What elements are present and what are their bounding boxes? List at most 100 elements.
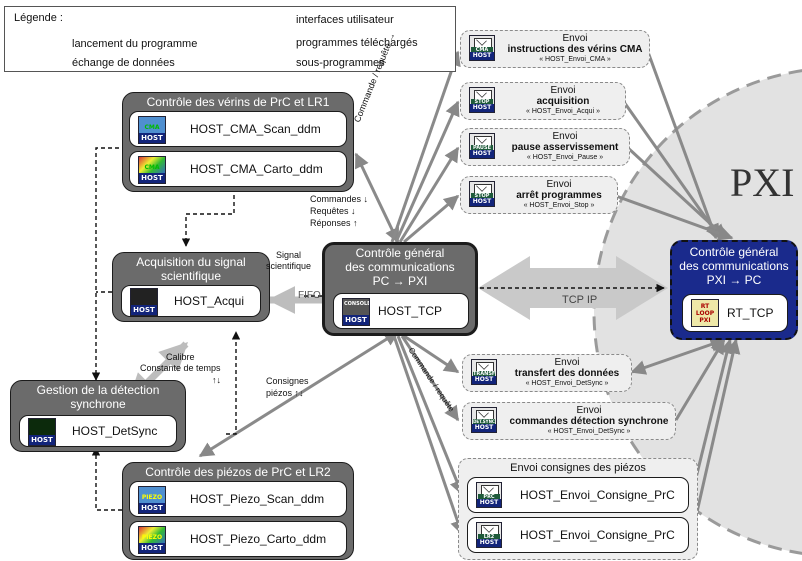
legend-title: Légende :: [14, 12, 63, 24]
edge-fifo: FIFO: [298, 290, 321, 301]
acqui-title-1: Acquisition du signal: [136, 255, 246, 269]
edge-commandes: Commandes ↓: [310, 194, 369, 204]
sub-cmdsync-line1: Envoi: [576, 405, 602, 416]
detsync-title-2: synchrone: [70, 397, 126, 411]
rt-title-2: des communications: [679, 259, 789, 273]
legend-exchange-label: échange de données: [72, 57, 175, 69]
tcp-title-3: PC → PXI: [372, 274, 428, 288]
acqui-box[interactable]: HOST HOST_Acqui: [121, 285, 261, 317]
rt-box[interactable]: RT LOOP PXI RT_TCP: [682, 294, 788, 332]
rt-title-1: Contrôle général: [689, 245, 779, 259]
pxi-label: PXI: [730, 160, 795, 205]
sub-detsync-line1: Envoi: [554, 357, 580, 368]
acqui-title-2: scientifique: [160, 269, 222, 283]
detsync-vi-icon: HOST: [28, 418, 56, 446]
acqui-vi-icon: HOST: [130, 288, 158, 316]
sub-detsync-line3: « HOST_Envoi_DetSync »: [525, 380, 609, 387]
consigne-prc-label: HOST_Envoi_Consigne_PrC: [520, 488, 675, 502]
detsync-group: Gestion de la détection synchrone HOST H…: [10, 380, 186, 452]
legend-sub-label: sous-programmes: [296, 57, 385, 69]
tcp-title-1: Contrôle général: [355, 246, 445, 260]
detsync-title-1: Gestion de la détection: [36, 383, 160, 397]
acqui-group: Acquisition du signal scientifique HOST …: [112, 252, 270, 322]
edge-reponses: Réponses ↑: [310, 218, 358, 228]
sub-stop-line3: « HOST_Envoi_Stop »: [523, 202, 595, 209]
legend-download-label: programmes téléchargés: [296, 37, 418, 49]
sub-detsync-line2: transfert des données: [514, 368, 620, 379]
edge-requetes: Requêtes ↓: [310, 206, 356, 216]
tcp-group: Contrôle général des communications PC →…: [322, 242, 478, 336]
sub-cma-line2: instructions des vérins CMA: [507, 44, 643, 55]
acqui-label: HOST_Acqui: [174, 294, 245, 308]
cma-carto-label: HOST_CMA_Carto_ddm: [190, 162, 323, 176]
sub-stop-line2: arrêt programmes: [516, 190, 602, 201]
sub-cmdsync-line3: « HOST_Envoi_DetSync »: [547, 428, 631, 435]
edge-cal-arrows: ↑↓: [212, 375, 221, 385]
sub-pause-line3: « HOST_Envoi_Pause »: [526, 154, 604, 161]
edge-piezos: piézos ↑↓: [266, 388, 304, 398]
sub-acqui-line3: « HOST_Envoi_Acqui »: [526, 108, 600, 115]
sub-pause-line1: Envoi: [552, 131, 578, 142]
tcp-title-2: des communications: [345, 260, 455, 274]
sub-acqui-line1: Envoi: [550, 85, 576, 96]
sub-piezo-title: Envoi consignes des piézos: [510, 462, 646, 474]
tcp-label: HOST_TCP: [378, 304, 443, 318]
legend-ui-label: interfaces utilisateur: [296, 14, 394, 26]
legend: [4, 6, 456, 72]
consigne-lr2-label: HOST_Envoi_Consigne_PrC: [520, 528, 675, 542]
sub-stop-line1: Envoi: [546, 179, 572, 190]
rt-vi-icon: RT LOOP PXI: [691, 299, 719, 327]
sub-cma-line1: Envoi: [562, 33, 588, 44]
cma-group-title: Contrôle des vérins de PrC et LR1: [146, 95, 330, 109]
sub-pause-line2: pause asservissement: [511, 142, 619, 153]
piezo-group-title: Contrôle des piézos de PrC et LR2: [145, 465, 331, 479]
edge-tcpip: TCP IP: [562, 294, 598, 306]
rt-label: RT_TCP: [727, 306, 774, 320]
edge-signal-1: Signal: [276, 250, 302, 260]
sub-acqui-line2: acquisition: [536, 96, 590, 107]
cma-scan-label: HOST_CMA_Scan_ddm: [190, 122, 321, 136]
legend-launch-label: lancement du programme: [72, 38, 198, 50]
edge-calibre: Calibre: [166, 352, 195, 362]
edge-constante: Constante de temps: [140, 363, 221, 373]
edge-consignes: Consignes: [266, 376, 309, 386]
sub-cmdsync-line2: commandes détection synchrone: [509, 416, 669, 427]
rt-group: Contrôle général des communications PXI …: [670, 240, 798, 340]
detsync-box[interactable]: HOST HOST_DetSync: [19, 415, 177, 447]
edge-signal-2: scientifique: [266, 261, 312, 271]
sub-cma-line3: « HOST_Envoi_CMA »: [539, 56, 611, 63]
rt-title-3: PXI → PC: [706, 273, 762, 287]
piezo-scan-label: HOST_Piezo_Scan_ddm: [190, 492, 325, 506]
piezo-carto-label: HOST_Piezo_Carto_ddm: [190, 532, 327, 546]
